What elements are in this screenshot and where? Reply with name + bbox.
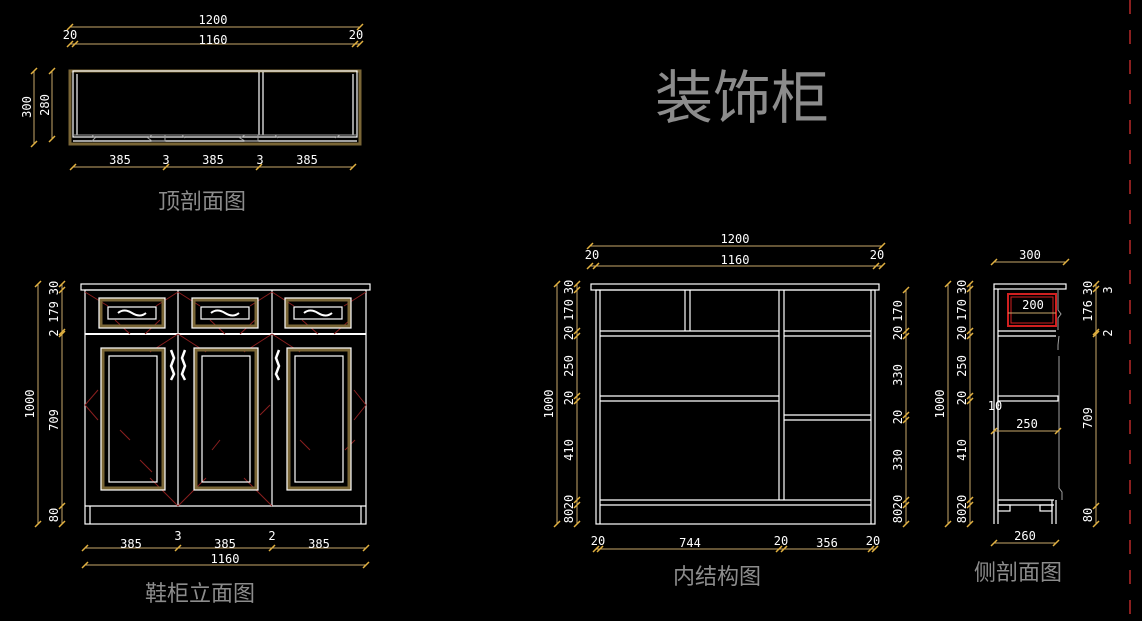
- top-dim-depth-inner: 280: [38, 94, 52, 116]
- top-dim-bottom-4: 3: [256, 153, 263, 167]
- int-dim-right-5: 330: [891, 449, 905, 471]
- top-dim-bottom-5: 385: [296, 153, 318, 167]
- elev-dim-bottom-5: 385: [308, 537, 330, 551]
- elev-dim-left-3: 2: [47, 329, 61, 336]
- int-dim-right-4: 20: [891, 410, 905, 424]
- top-dim-bottom-1: 385: [109, 153, 131, 167]
- top-dim-right-edge: 20: [349, 28, 363, 42]
- int-dim-bottom-5: 20: [866, 534, 880, 548]
- int-dim-overall: 1200: [721, 232, 750, 246]
- side-dim-height-overall: 1000: [933, 390, 947, 419]
- int-dim-bottom-1: 20: [591, 534, 605, 548]
- int-dim-inner: 1160: [721, 253, 750, 267]
- side-dim-left-3: 20: [955, 326, 969, 340]
- main-title: 装饰柜: [655, 64, 829, 132]
- int-dim-left-6: 410: [562, 439, 576, 461]
- side-dim-right-4: 2: [1101, 329, 1115, 336]
- drawer-highlight: [1007, 293, 1057, 327]
- elev-dim-bottom-2: 3: [174, 529, 181, 543]
- side-dim-left-1: 30: [955, 280, 969, 294]
- side-dim-left-6: 410: [955, 439, 969, 461]
- int-dim-left-3: 20: [562, 326, 576, 340]
- int-dim-left-edge: 20: [585, 248, 599, 262]
- int-dim-bottom-3: 20: [774, 534, 788, 548]
- side-dim-left-2: 170: [955, 299, 969, 321]
- side-dim-right-6: 80: [1081, 508, 1095, 522]
- top-dim-left-edge: 20: [63, 28, 77, 42]
- side-section-view: 300 200 250 10 260 1000: [933, 248, 1115, 586]
- int-dim-bottom-4: 356: [816, 536, 838, 550]
- int-dim-right-2: 20: [891, 326, 905, 340]
- side-dim-back-offset: 10: [988, 399, 1002, 413]
- side-dim-right-5: 709: [1081, 407, 1095, 429]
- int-dim-right-edge: 20: [870, 248, 884, 262]
- drawer-left: [98, 297, 166, 329]
- door-right: [286, 347, 352, 491]
- elev-dim-bottom-3: 385: [214, 537, 236, 551]
- interior-structure-view: 1200 20 1160 20 1000 30: [542, 232, 910, 590]
- side-dim-base: 260: [1014, 529, 1036, 543]
- top-section-view: 1200 20 1160 20 300 280 385 3 385 3 385 …: [20, 13, 364, 215]
- int-dim-right-7: 80: [891, 509, 905, 523]
- elev-dim-bottom-4: 2: [268, 529, 275, 543]
- elev-dim-bottom-1: 385: [120, 537, 142, 551]
- int-dim-left-4: 250: [562, 355, 576, 377]
- drawer-right: [284, 297, 352, 329]
- top-dim-overall: 1200: [199, 13, 228, 27]
- door-middle: [193, 347, 259, 491]
- elevation-label: 鞋柜立面图: [145, 582, 255, 607]
- top-dim-bottom-3: 385: [202, 153, 224, 167]
- side-dim-left-8: 80: [955, 509, 969, 523]
- int-dim-left-2: 170: [562, 299, 576, 321]
- interior-label: 内结构图: [673, 565, 761, 590]
- elev-dim-left-5: 80: [47, 508, 61, 522]
- int-dim-bottom-2: 744: [679, 536, 701, 550]
- top-dim-depth-overall: 300: [20, 96, 34, 118]
- top-dim-bottom-2: 3: [162, 153, 169, 167]
- side-dim-right-3: 176: [1081, 300, 1095, 322]
- int-dim-right-1: 170: [891, 300, 905, 322]
- elev-dim-left-2: 179: [47, 301, 61, 323]
- handle-icon: [274, 349, 281, 381]
- front-elevation-view: 1000 30 179 2 709 80 385 3 385 2 385 116…: [23, 280, 371, 607]
- side-dim-left-7: 20: [955, 495, 969, 509]
- int-dim-left-1: 30: [562, 280, 576, 294]
- top-section-label: 顶剖面图: [158, 190, 246, 215]
- elev-dim-bottom-total: 1160: [211, 552, 240, 566]
- elev-dim-height-overall: 1000: [23, 390, 37, 419]
- int-dim-left-7: 20: [562, 495, 576, 509]
- side-section-label: 侧剖面图: [974, 561, 1062, 586]
- handle-icon: [169, 349, 176, 381]
- door-left: [100, 347, 166, 491]
- side-dim-shelf: 250: [1016, 417, 1038, 431]
- top-dim-inner: 1160: [199, 33, 228, 47]
- int-dim-left-8: 80: [562, 509, 576, 523]
- int-dim-right-6: 20: [891, 495, 905, 509]
- side-dim-right-1: 30: [1081, 281, 1095, 295]
- drawer-middle: [191, 297, 259, 329]
- handle-icon: [180, 349, 187, 381]
- elev-dim-left-4: 709: [47, 409, 61, 431]
- side-dim-depth: 300: [1019, 248, 1041, 262]
- side-dim-drawer: 200: [1022, 298, 1044, 312]
- side-dim-right-2: 3: [1101, 286, 1115, 293]
- side-dim-left-5: 20: [955, 391, 969, 405]
- side-dim-left-4: 250: [955, 355, 969, 377]
- int-dim-height-overall: 1000: [542, 390, 556, 419]
- elev-dim-left-1: 30: [47, 281, 61, 295]
- int-dim-right-3: 330: [891, 364, 905, 386]
- int-dim-left-5: 20: [562, 391, 576, 405]
